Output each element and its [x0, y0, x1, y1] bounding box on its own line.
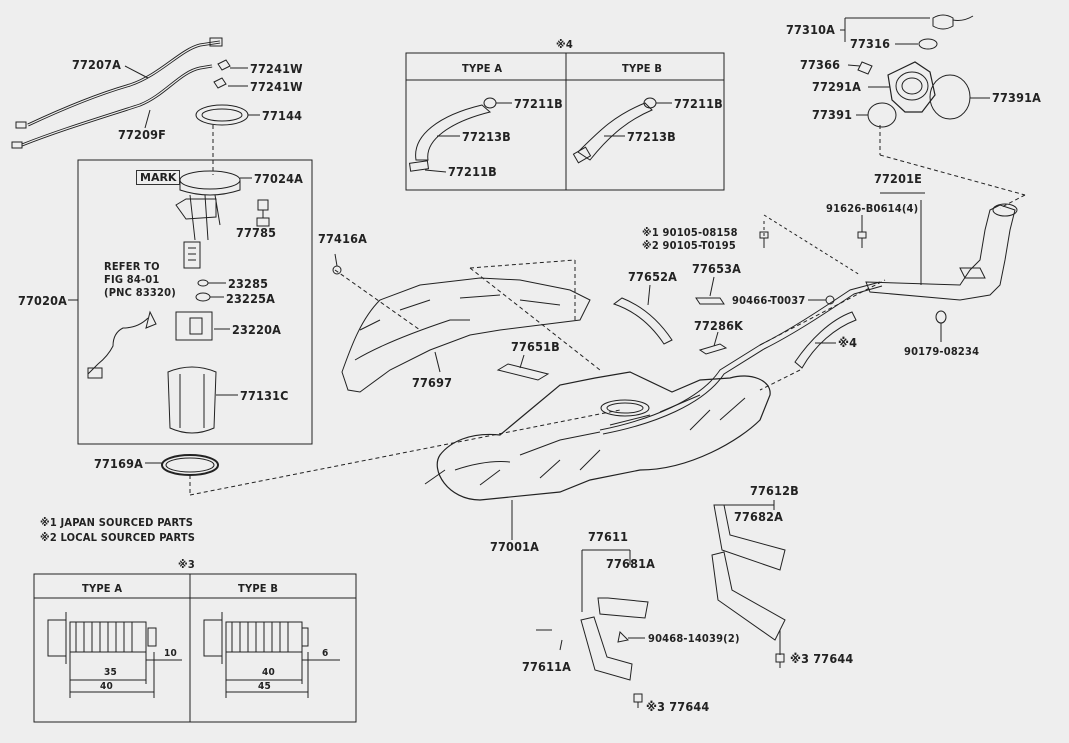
mark-label: MARK: [136, 170, 181, 185]
part-77211B-b[interactable]: 77211B: [674, 96, 723, 111]
part-77211B-c[interactable]: 77211B: [448, 164, 497, 179]
part-23220A[interactable]: 23220A: [232, 322, 282, 337]
part-90179-08234[interactable]: 90179-08234: [904, 345, 980, 358]
part-77416A[interactable]: 77416A: [318, 231, 368, 246]
part-77286K[interactable]: 77286K: [694, 318, 744, 333]
part-77682A[interactable]: 77682A: [734, 509, 784, 524]
part-90468-14039[interactable]: 90468-14039(2): [648, 632, 740, 645]
box4-type-b: TYPE B: [622, 62, 663, 75]
box3-type-a: TYPE A: [82, 582, 123, 595]
part-77366[interactable]: 77366: [800, 57, 841, 72]
part-77241W-a[interactable]: 77241W: [250, 61, 303, 76]
part-77291A[interactable]: 77291A: [812, 79, 862, 94]
part-77144[interactable]: 77144: [262, 108, 303, 123]
part-91626-B0614[interactable]: 91626-B0614(4): [826, 202, 919, 215]
refer-line-1: REFER TO: [104, 260, 160, 273]
part-77612B[interactable]: 77612B: [750, 483, 799, 498]
part-90105-T0195[interactable]: ※2 90105-T0195: [642, 239, 736, 252]
part-77652A[interactable]: 77652A: [628, 269, 678, 284]
note-local-sourced: ※2 LOCAL SOURCED PARTS: [40, 531, 196, 544]
part-77653A[interactable]: 77653A: [692, 261, 742, 276]
box3-a-dim-10: 10: [164, 648, 177, 659]
box4-type-a: TYPE A: [462, 62, 503, 75]
part-77611[interactable]: 77611: [588, 529, 629, 544]
box3-b-dim-45: 45: [258, 681, 271, 692]
box3-a-dim-40: 40: [100, 681, 113, 692]
box3-b-dim-40: 40: [262, 667, 275, 678]
part-77310A[interactable]: 77310A: [786, 22, 836, 37]
part-77213B-a[interactable]: 77213B: [462, 129, 511, 144]
part-77209F[interactable]: 77209F: [118, 127, 167, 142]
part-90105-08158[interactable]: ※1 90105-08158: [642, 226, 738, 239]
part-77211B-a[interactable]: 77211B: [514, 96, 563, 111]
part-77001A[interactable]: 77001A: [490, 539, 540, 554]
box3-ref: ※3: [178, 558, 195, 571]
part-77207A[interactable]: 77207A: [72, 57, 122, 72]
part-77201E[interactable]: 77201E: [874, 171, 923, 186]
part-77651B[interactable]: 77651B: [511, 339, 560, 354]
part-77785[interactable]: 77785: [236, 225, 277, 240]
box3-a-dim-35: 35: [104, 667, 117, 678]
box3-b-dim-6: 6: [322, 648, 329, 659]
part-77169A[interactable]: 77169A: [94, 456, 144, 471]
part-77020A[interactable]: 77020A: [18, 293, 68, 308]
refer-line-3: (PNC 83320): [104, 286, 176, 299]
part-77391[interactable]: 77391: [812, 107, 853, 122]
part-77391A[interactable]: 77391A: [992, 90, 1042, 105]
note-japan-sourced: ※1 JAPAN SOURCED PARTS: [40, 516, 194, 529]
part-77697[interactable]: 77697: [412, 375, 453, 390]
part-77131C[interactable]: 77131C: [240, 388, 289, 403]
part-23285[interactable]: 23285: [228, 276, 269, 291]
part-77681A[interactable]: 77681A: [606, 556, 656, 571]
part-23225A[interactable]: 23225A: [226, 291, 276, 306]
part-77644-b[interactable]: ※3 77644: [790, 651, 854, 666]
part-77241W-b[interactable]: 77241W: [250, 79, 303, 94]
part-77213B-b[interactable]: 77213B: [627, 129, 676, 144]
part-90466-T0037[interactable]: 90466-T0037: [732, 294, 806, 307]
part-77611A[interactable]: 77611A: [522, 659, 572, 674]
part-77644-a[interactable]: ※3 77644: [646, 699, 710, 714]
part-77024A[interactable]: 77024A: [254, 171, 304, 186]
refer-line-2: FIG 84-01: [104, 273, 160, 286]
hose-ref-4: ※4: [838, 335, 858, 350]
box3-type-b: TYPE B: [238, 582, 279, 595]
part-77316[interactable]: 77316: [850, 36, 891, 51]
box4-ref: ※4: [556, 38, 573, 51]
